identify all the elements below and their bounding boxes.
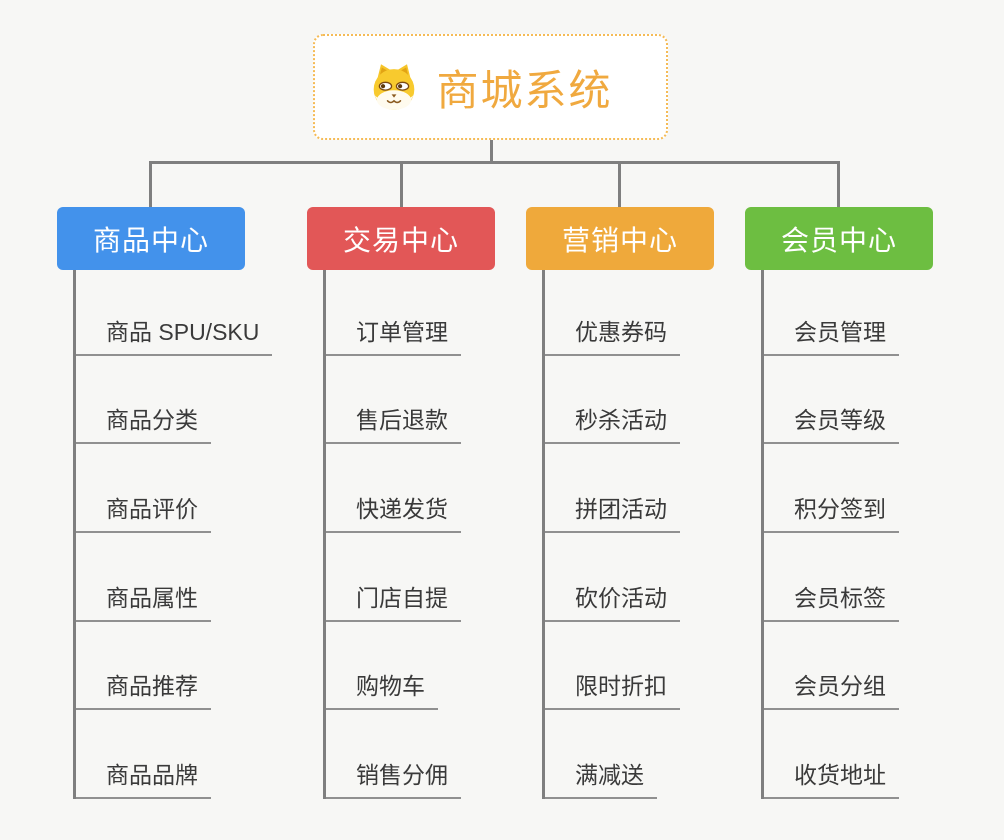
child-topic[interactable]: 商品属性 — [73, 579, 211, 622]
connector-drop-trade — [400, 161, 403, 207]
child-row: 订单管理 — [307, 267, 557, 356]
connector-trunk — [761, 270, 764, 799]
child-row: 积分签到 — [745, 444, 995, 534]
child-topic[interactable]: 会员标签 — [761, 579, 899, 622]
branch-children-marketing-center: 优惠券码 秒杀活动 拼团活动 砍价活动 限时折扣 满减送 — [526, 267, 776, 800]
child-topic[interactable]: 购物车 — [323, 667, 438, 711]
child-topic[interactable]: 商品评价 — [73, 490, 211, 534]
shiba-dog-icon — [368, 61, 420, 113]
child-topic[interactable]: 商品品牌 — [73, 756, 211, 800]
child-row: 商品评价 — [57, 444, 307, 534]
child-row: 会员标签 — [745, 533, 995, 622]
child-row: 商品分类 — [57, 356, 307, 445]
branch-children-product-center: 商品 SPU/SKU 商品分类 商品评价 商品属性 商品推荐 商品品牌 — [57, 267, 307, 800]
child-row: 满减送 — [526, 710, 776, 800]
child-row: 商品 SPU/SKU — [57, 267, 307, 356]
connector-trunk — [542, 270, 545, 799]
child-row: 砍价活动 — [526, 533, 776, 622]
branch-node-trade-center[interactable]: 交易中心 — [307, 207, 495, 270]
child-row: 收货地址 — [745, 710, 995, 800]
connector-root-stub — [490, 140, 493, 162]
child-row: 优惠券码 — [526, 267, 776, 356]
branch-children-trade-center: 订单管理 售后退款 快递发货 门店自提 购物车 销售分佣 — [307, 267, 557, 800]
connector-drop-marketing — [618, 161, 621, 207]
child-row: 门店自提 — [307, 533, 557, 622]
child-topic[interactable]: 收货地址 — [761, 756, 899, 800]
child-topic[interactable]: 满减送 — [542, 756, 657, 800]
child-row: 商品属性 — [57, 533, 307, 622]
child-row: 限时折扣 — [526, 622, 776, 711]
child-topic[interactable]: 优惠券码 — [542, 313, 680, 356]
connector-trunk — [73, 270, 76, 799]
root-title: 商城系统 — [436, 66, 613, 114]
connector-drop-member — [837, 161, 840, 207]
child-topic[interactable]: 售后退款 — [323, 401, 461, 445]
child-topic[interactable]: 会员分组 — [761, 667, 899, 711]
child-topic[interactable]: 积分签到 — [761, 490, 899, 534]
branch-node-marketing-center[interactable]: 营销中心 — [526, 207, 714, 270]
child-topic[interactable]: 快递发货 — [323, 490, 461, 534]
child-topic[interactable]: 销售分佣 — [323, 756, 461, 800]
connector-drop-product — [149, 161, 152, 207]
child-row: 购物车 — [307, 622, 557, 711]
child-row: 会员分组 — [745, 622, 995, 711]
branch-children-member-center: 会员管理 会员等级 积分签到 会员标签 会员分组 收货地址 — [745, 267, 995, 800]
child-row: 商品推荐 — [57, 622, 307, 711]
root-node[interactable]: 商城系统 — [313, 34, 668, 140]
child-row: 拼团活动 — [526, 444, 776, 534]
child-topic[interactable]: 秒杀活动 — [542, 401, 680, 445]
child-topic[interactable]: 商品分类 — [73, 401, 211, 445]
child-topic[interactable]: 拼团活动 — [542, 490, 680, 534]
child-topic[interactable]: 会员管理 — [761, 313, 899, 356]
child-topic[interactable]: 会员等级 — [761, 401, 899, 445]
child-row: 快递发货 — [307, 444, 557, 534]
child-topic[interactable]: 商品 SPU/SKU — [73, 313, 273, 356]
branch-node-member-center[interactable]: 会员中心 — [745, 207, 933, 270]
connector-trunk — [323, 270, 326, 799]
child-row: 秒杀活动 — [526, 356, 776, 445]
child-row: 商品品牌 — [57, 710, 307, 800]
child-topic[interactable]: 门店自提 — [323, 579, 461, 622]
connector-bus — [149, 161, 840, 164]
branch-node-product-center[interactable]: 商品中心 — [57, 207, 245, 270]
child-row: 会员管理 — [745, 267, 995, 356]
child-topic[interactable]: 限时折扣 — [542, 667, 680, 711]
child-row: 销售分佣 — [307, 710, 557, 800]
child-row: 售后退款 — [307, 356, 557, 445]
child-topic[interactable]: 商品推荐 — [73, 667, 211, 711]
child-topic[interactable]: 砍价活动 — [542, 579, 680, 622]
child-topic[interactable]: 订单管理 — [323, 313, 461, 356]
child-row: 会员等级 — [745, 356, 995, 445]
